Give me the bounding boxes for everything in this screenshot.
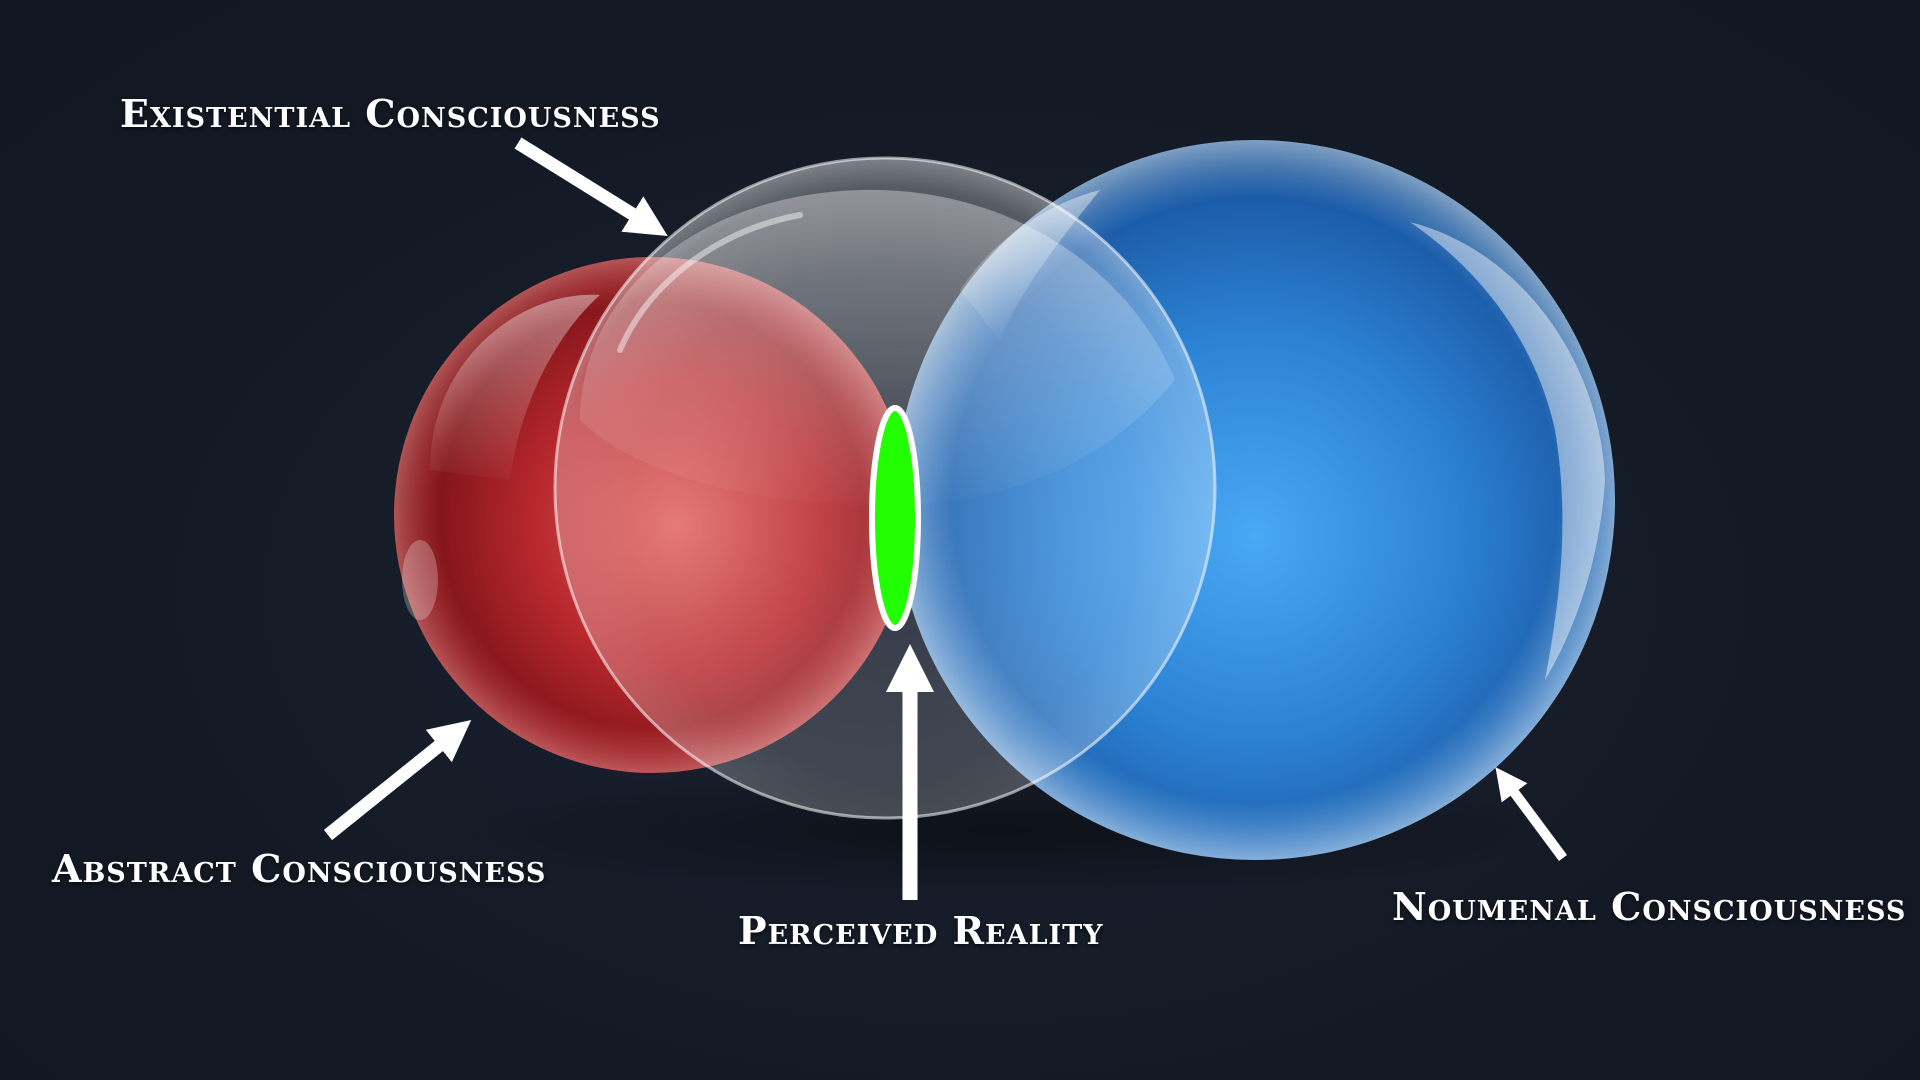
label-abstract-consciousness: Abstract Consciousness (52, 846, 547, 891)
arrow-abstract (323, 719, 472, 841)
label-perceived-reality: Perceived Reality (738, 908, 1104, 953)
arrow-noumenal (1495, 767, 1568, 861)
label-noumenal-consciousness: Noumenal Consciousness (1392, 884, 1907, 929)
arrow-existential (514, 137, 668, 236)
label-existential-consciousness: Existential Consciousness (120, 91, 661, 136)
perceived-reality-lens (869, 405, 921, 631)
